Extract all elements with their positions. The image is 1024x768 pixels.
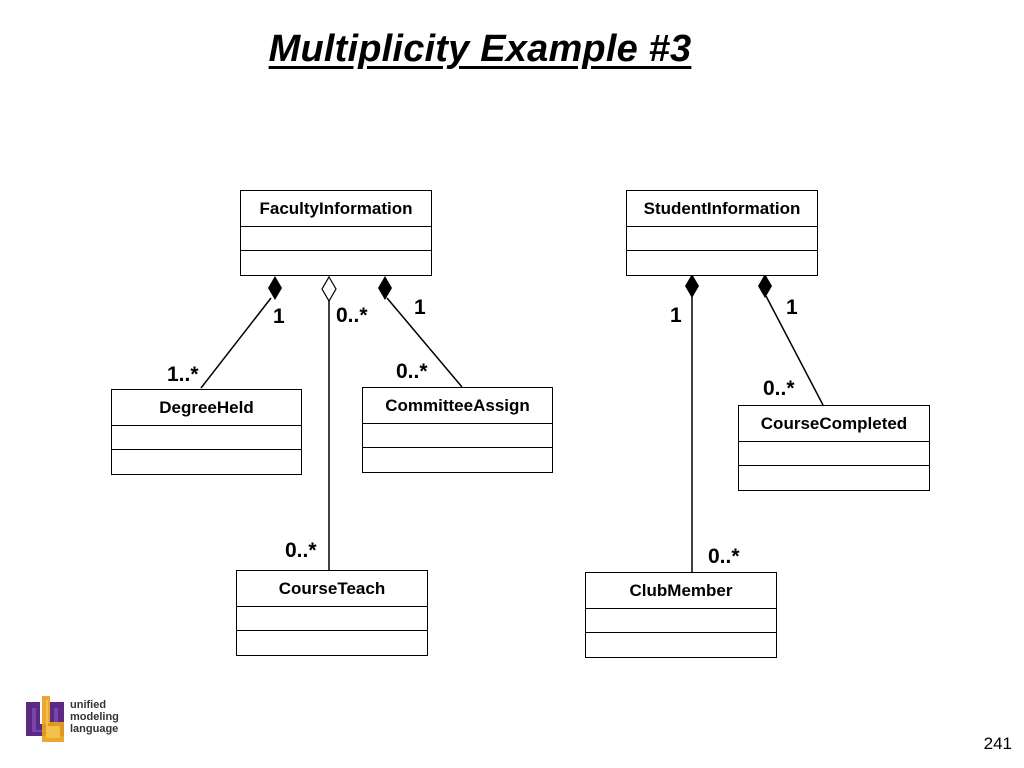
class-attributes [739,442,929,466]
class-attributes [241,227,431,251]
composition-diamond-icon [378,276,392,300]
class-faculty-information: FacultyInformation [240,190,432,276]
class-attributes [237,607,427,631]
class-operations [241,251,431,275]
class-name: ClubMember [586,573,776,609]
class-attributes [112,426,301,450]
class-committee-assign: CommitteeAssign [362,387,553,473]
logo-line: unified [70,699,107,711]
class-attributes [586,609,776,633]
multiplicity-student-coursecompleted-target: 0..* [763,377,795,400]
class-course-teach: CourseTeach [236,570,428,656]
multiplicity-student-coursecompleted-source: 1 [786,296,798,319]
multiplicity-faculty-degree-source: 1 [273,305,285,328]
assoc-line-faculty-degree [200,297,272,389]
aggregation-diamond-icon [321,275,337,303]
assoc-line-student-coursecompleted [765,295,824,406]
logo-line: language [70,723,119,735]
class-attributes [363,424,552,448]
multiplicity-faculty-degree-target: 1..* [167,363,199,386]
class-name: CourseCompleted [739,406,929,442]
class-course-completed: CourseCompleted [738,405,930,491]
class-operations [586,633,776,657]
class-operations [237,631,427,655]
class-operations [739,466,929,490]
assoc-line-faculty-committee [386,297,463,388]
page-number: 241 [983,734,1012,753]
class-name: DegreeHeld [112,390,301,426]
class-degree-held: DegreeHeld [111,389,302,475]
class-name: FacultyInformation [241,191,431,227]
logo-line: modeling [70,711,119,723]
composition-diamond-icon [685,274,699,298]
multiplicity-faculty-committee-source: 1 [414,296,426,319]
class-operations [363,448,552,472]
multiplicity-student-club-source: 1 [670,304,682,327]
multiplicity-faculty-committee-target: 0..* [396,360,428,383]
class-name: StudentInformation [627,191,817,227]
class-operations [627,251,817,275]
class-name: CourseTeach [237,571,427,607]
class-name: CommitteeAssign [363,388,552,424]
uml-logo-text: unified modeling language [70,699,119,735]
class-club-member: ClubMember [585,572,777,658]
multiplicity-student-club-target: 0..* [708,545,740,568]
class-student-information: StudentInformation [626,190,818,276]
multiplicity-faculty-courseteach-source: 0..* [336,304,368,327]
composition-diamond-icon [758,274,772,298]
class-attributes [627,227,817,251]
slide-title: Multiplicity Example #3 [268,28,692,70]
uml-logo-icon [26,696,64,742]
class-operations [112,450,301,474]
composition-diamond-icon [268,276,282,300]
multiplicity-faculty-courseteach-target: 0..* [285,539,317,562]
